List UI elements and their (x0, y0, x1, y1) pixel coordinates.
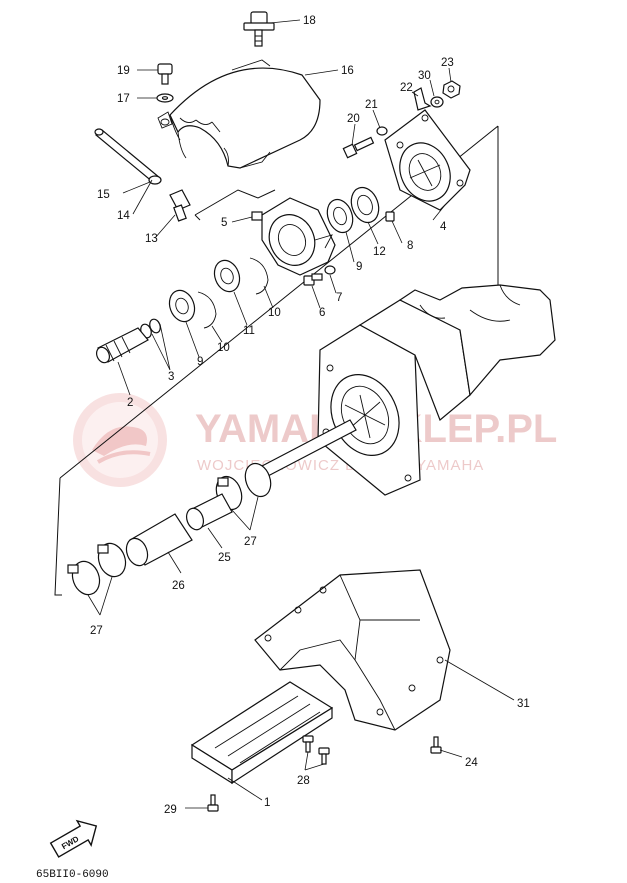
callout-13: 13 (145, 233, 158, 245)
part-9-bearing-upper (326, 198, 354, 234)
part-30-washer (430, 96, 444, 108)
part-19-bolt (157, 63, 173, 85)
part-14-clip (148, 175, 162, 185)
part-28-bolts (302, 735, 330, 765)
part-25-bushing (185, 493, 233, 531)
callout-9-lower: 9 (197, 356, 203, 368)
callout-31: 31 (517, 698, 530, 710)
jet-pump-housing (317, 284, 556, 496)
callout-24: 24 (465, 757, 478, 769)
part-1-grate (190, 681, 334, 785)
part-9-bearing-lower (168, 289, 196, 323)
part-10-circlip-lower (197, 291, 217, 329)
part-13-fitting (169, 189, 191, 222)
callout-10-upper: 10 (268, 307, 281, 319)
part-29-bolt (207, 794, 219, 812)
callout-16: 16 (341, 65, 354, 77)
part-16-cover (157, 59, 321, 169)
callout-4: 4 (440, 221, 447, 233)
callout-25: 25 (218, 552, 231, 564)
callout-7: 7 (336, 292, 342, 304)
callout-21: 21 (365, 99, 378, 111)
callout-6: 6 (319, 307, 325, 319)
part-5-housing-plate (251, 197, 336, 276)
callout-10-lower: 10 (217, 342, 230, 354)
part-27-clamps-lower (67, 542, 127, 596)
part-6-bolt (303, 273, 323, 286)
part-15-pin (94, 128, 161, 184)
callout-12: 12 (373, 246, 386, 258)
callout-14: 14 (117, 210, 130, 222)
frame-sub-box (194, 189, 276, 221)
fwd-arrow-icon: FWD (49, 819, 98, 858)
callout-19: 19 (117, 65, 130, 77)
callout-22: 22 (400, 82, 413, 94)
callout-18: 18 (303, 15, 316, 27)
part-23-nut (442, 80, 461, 99)
callout-20: 20 (347, 113, 360, 125)
assembly-frame (54, 125, 499, 596)
callout-29: 29 (164, 804, 177, 816)
part-17-washer (156, 93, 174, 103)
part-20-bolt (342, 136, 375, 159)
callout-23: 23 (441, 57, 454, 69)
part-7-washer (324, 265, 336, 275)
callout-27-upper: 27 (244, 536, 257, 548)
part-3-orings (140, 318, 161, 339)
callout-30: 30 (418, 70, 431, 82)
callout-11: 11 (243, 325, 255, 337)
watermark-tagline: WOJCIECHOWICZ DEALER YAMAHA (197, 457, 484, 474)
callout-28: 28 (297, 775, 310, 787)
callout-3: 3 (168, 371, 174, 383)
callout-labels: 18 19 16 17 23 30 22 21 20 15 14 13 5 4 … (90, 15, 530, 816)
watermark-logo (73, 393, 167, 487)
parts-code: 65BII0-6090 (36, 869, 109, 881)
part-11-bearing (213, 259, 241, 293)
callout-27-lower: 27 (90, 625, 103, 637)
callout-15: 15 (97, 189, 110, 201)
callout-5: 5 (221, 217, 227, 229)
callout-1: 1 (264, 797, 270, 809)
leader-lines (87, 19, 515, 809)
part-4-housing (384, 109, 471, 211)
callout-9-upper: 9 (356, 261, 362, 273)
part-26-hose (125, 513, 193, 567)
callout-26: 26 (172, 580, 185, 592)
part-12-bearing (350, 186, 380, 224)
part-10-circlip-upper (249, 257, 269, 295)
part-24-bolt (430, 736, 442, 754)
part-22-bracket (413, 87, 432, 111)
callout-2: 2 (127, 397, 133, 409)
callout-8: 8 (407, 240, 413, 252)
callout-17: 17 (117, 93, 130, 105)
part-8-pin (385, 211, 395, 222)
part-18-cap (243, 11, 275, 47)
part-21-washer (376, 126, 388, 136)
part-2-shaft (95, 327, 149, 364)
part-31-mount (254, 569, 451, 731)
